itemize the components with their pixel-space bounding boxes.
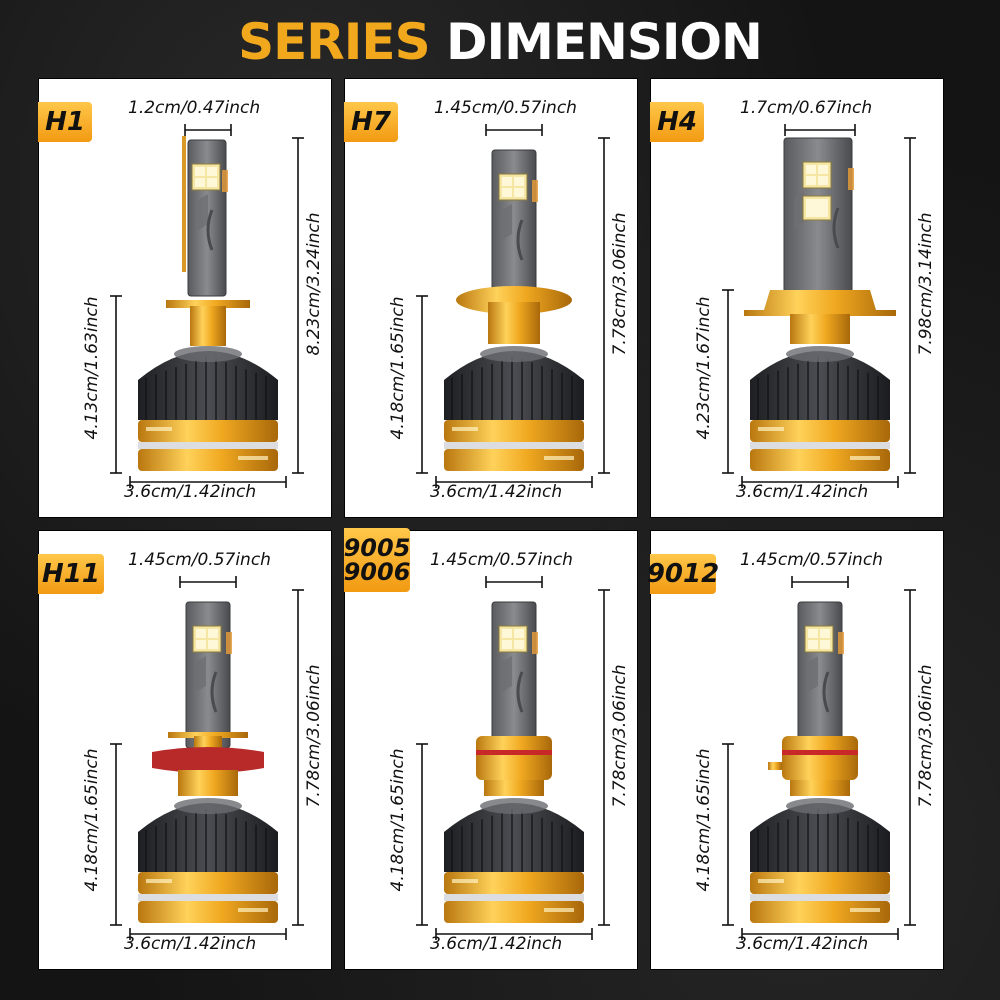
bulb-svg-h7	[416, 124, 610, 488]
panel-h1: H1 1.2cm/0.47inch 3.6cm/1.42inch 8.23cm/3.2…	[38, 78, 332, 518]
fan-housing-lower	[138, 449, 278, 471]
base-height-label: 4.18cm/1.65inch	[82, 748, 102, 892]
total-height-label: 7.78cm/3.06inch	[610, 664, 630, 808]
bulb-illustration	[138, 136, 278, 471]
base-width-label: 3.6cm/1.42inch	[124, 934, 257, 954]
top-width-label: 1.7cm/0.67inch	[740, 98, 873, 118]
fan-housing-lower	[750, 449, 890, 471]
type-badge-line2: 9006	[343, 558, 411, 586]
total-height-label: 7.78cm/3.06inch	[916, 664, 936, 808]
bulb-illustration	[750, 601, 890, 923]
type-badge: 9012	[646, 554, 720, 594]
heatsink-fins	[444, 803, 584, 872]
bulb-illustration	[444, 601, 584, 923]
type-badge-line1: H1	[45, 107, 85, 137]
page-title: SERIES DIMENSION	[0, 10, 1000, 74]
base-width-label: 3.6cm/1.42inch	[430, 482, 563, 502]
base-collar	[782, 736, 858, 780]
dimension-lines	[416, 576, 610, 940]
red-seal-ring	[782, 750, 858, 755]
heatsink-fins	[138, 351, 278, 420]
total-height-label: 8.23cm/3.24inch	[304, 212, 324, 356]
panel-h11: H11 1.45cm/0.57inch 3.6cm/1.42inch 7.78cm/3…	[38, 530, 332, 970]
fan-housing-upper	[750, 420, 890, 442]
base-width-label: 3.6cm/1.42inch	[736, 482, 869, 502]
bulb-illustration	[138, 601, 278, 923]
heatsink-fins	[750, 803, 890, 872]
fan-housing-upper	[138, 420, 278, 442]
total-height-label: 7.78cm/3.06inch	[304, 664, 324, 808]
led-blade	[797, 601, 843, 749]
fan-housing-lower	[444, 449, 584, 471]
led-blade	[185, 601, 231, 749]
panel-9012: 9012 1.45cm/0.57inch 3.6cm/1.42inch 7.78cm/…	[646, 530, 944, 970]
led-blade	[491, 149, 537, 297]
bulb-illustration	[444, 149, 584, 471]
top-width-label: 1.45cm/0.57inch	[740, 550, 883, 570]
panel-h4: H4 1.7cm/0.67inch 3.6cm/1.42inch 7.98cm/3.1…	[650, 78, 944, 518]
base-width-label: 3.6cm/1.42inch	[124, 482, 257, 502]
heatsink-fins	[138, 803, 278, 872]
type-badge-line1: H7	[351, 107, 391, 137]
type-badge-line1: 9005	[343, 534, 411, 562]
panel-h7: H7 1.45cm/0.57inch 3.6cm/1.42inch 7.78cm/3.…	[344, 78, 638, 518]
type-badge-line1: H4	[657, 107, 697, 137]
red-seal-ring	[152, 747, 264, 773]
led-blade	[491, 601, 537, 749]
dimension-lines	[722, 124, 916, 488]
base-height-label: 4.18cm/1.65inch	[694, 748, 714, 892]
total-height-label: 7.98cm/3.14inch	[916, 212, 936, 356]
fan-housing-upper	[444, 420, 584, 442]
title-word-series: SERIES	[238, 13, 430, 71]
bulb-svg-9005	[416, 576, 610, 940]
type-badge: H11	[38, 554, 104, 594]
base-collar	[744, 290, 896, 316]
base-width-label: 3.6cm/1.42inch	[736, 934, 869, 954]
dimension-lines	[110, 576, 304, 940]
base-height-label: 4.23cm/1.67inch	[694, 296, 714, 440]
heatsink-fins	[750, 351, 890, 420]
fan-housing-lower	[444, 901, 584, 923]
title-word-dimension: DIMENSION	[446, 13, 763, 71]
type-badge: H7	[344, 102, 398, 142]
top-width-label: 1.45cm/0.57inch	[434, 98, 577, 118]
heatsink-fins	[444, 351, 584, 420]
bulb-svg-9012	[722, 576, 916, 940]
base-height-label: 4.13cm/1.63inch	[82, 296, 102, 440]
base-collar	[476, 736, 552, 780]
base-collar	[190, 306, 226, 346]
type-badge: H4	[650, 102, 704, 142]
top-width-label: 1.2cm/0.47inch	[128, 98, 261, 118]
fan-housing-upper	[138, 872, 278, 894]
dimension-lines	[416, 124, 610, 488]
top-width-label: 1.45cm/0.57inch	[430, 550, 573, 570]
bulb-svg-h4	[722, 124, 916, 488]
bulb-illustration	[744, 137, 896, 471]
fan-housing-lower	[750, 901, 890, 923]
bulb-svg-h11	[110, 576, 304, 940]
fan-housing-upper	[444, 872, 584, 894]
dimension-lines	[722, 576, 916, 940]
base-width-label: 3.6cm/1.42inch	[430, 934, 563, 954]
base-height-label: 4.18cm/1.65inch	[388, 296, 408, 440]
total-height-label: 7.78cm/3.06inch	[610, 212, 630, 356]
type-badge-line1: 9012	[646, 559, 720, 589]
type-badge-line1: H11	[42, 559, 100, 589]
top-width-label: 1.45cm/0.57inch	[128, 550, 271, 570]
fan-housing-lower	[138, 901, 278, 923]
dimension-lines	[110, 124, 304, 488]
red-seal-ring	[476, 750, 552, 755]
base-collar	[456, 286, 572, 314]
base-height-label: 4.18cm/1.65inch	[388, 748, 408, 892]
type-badge: H1	[38, 102, 92, 142]
bulb-svg-h1	[110, 124, 304, 488]
fan-housing-upper	[750, 872, 890, 894]
